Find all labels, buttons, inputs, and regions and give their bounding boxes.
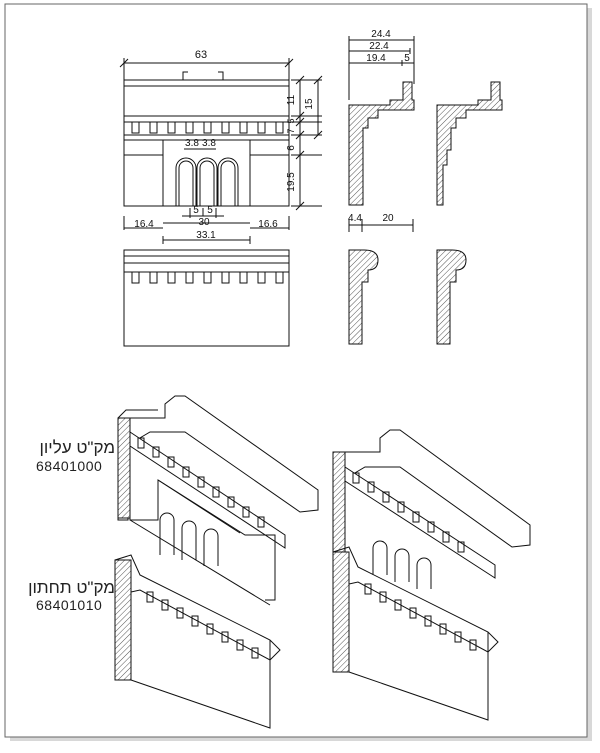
dim-7: 7: [286, 128, 296, 133]
profile-top-left: [348, 81, 415, 206]
dim-16-4: 16.4: [134, 219, 154, 230]
front-elevation-top: [119, 58, 323, 244]
dim-19-4: 19.4: [366, 53, 386, 64]
dim-5-b: 5: [207, 205, 213, 216]
dim-4-4: 4.4: [348, 213, 362, 224]
product-name-top: מק"ט עליון: [39, 438, 115, 457]
dim-20: 20: [382, 213, 394, 224]
iso-bottom-right: [332, 546, 499, 721]
dim-16-6: 16.6: [258, 219, 278, 230]
page-frame: [4, 3, 588, 738]
profile-top-right: [436, 81, 503, 206]
profile-bottom-dimensions: [348, 219, 414, 232]
profile-bottom-left: [348, 249, 379, 345]
dim-15: 15: [304, 98, 315, 110]
dim-3-8-a: 3.8: [185, 138, 199, 149]
dim-5: 5: [286, 118, 296, 123]
dim-5-profile: 5: [404, 53, 410, 64]
dim-33-1: 33.1: [196, 230, 216, 241]
iso-top-right: [332, 429, 531, 589]
dim-3-8-b: 3.8: [202, 138, 216, 149]
dim-11: 11: [286, 94, 297, 105]
dim-30: 30: [198, 217, 210, 228]
profile-top-dimensions: [348, 36, 415, 100]
dim-63: 63: [195, 49, 207, 61]
product-code-bottom: 68401010: [36, 597, 103, 613]
front-elevation-bottom: [123, 249, 290, 347]
product-name-bottom: מק"ט תחתון: [28, 578, 115, 597]
iso-top-left: [117, 395, 319, 606]
dim-22-4: 22.4: [369, 41, 389, 52]
product-code-top: 68401000: [36, 458, 103, 474]
dim-24-4: 24.4: [371, 29, 391, 40]
dim-6: 6: [286, 145, 297, 151]
dim-5-a: 5: [193, 205, 199, 216]
dim-19-5: 19.5: [286, 172, 297, 192]
profile-bottom-right: [436, 249, 467, 345]
iso-bottom-left: [114, 554, 281, 729]
